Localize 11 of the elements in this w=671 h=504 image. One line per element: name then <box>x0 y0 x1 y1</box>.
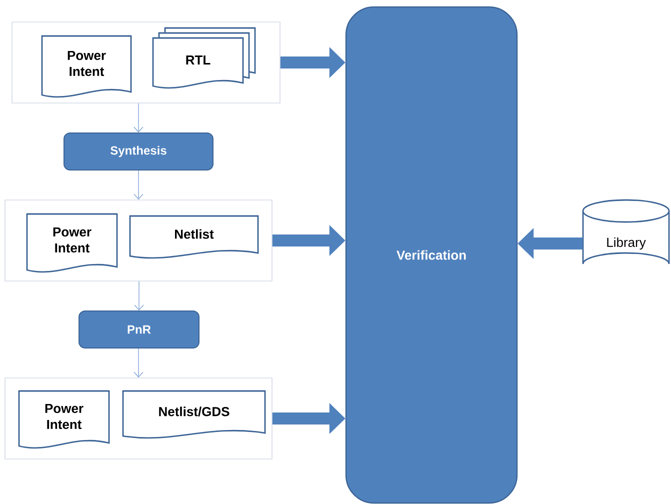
process-box: PnR <box>78 310 200 348</box>
group-box <box>4 200 272 282</box>
process-box: Synthesis <box>64 132 214 170</box>
arrow <box>134 170 144 200</box>
process-box: Verification <box>345 6 518 504</box>
arrow <box>134 103 144 132</box>
group-box <box>12 22 280 104</box>
group-box <box>4 378 272 460</box>
arrow <box>134 281 144 310</box>
arrow <box>134 348 144 378</box>
database-cylinder: Library <box>582 199 670 265</box>
